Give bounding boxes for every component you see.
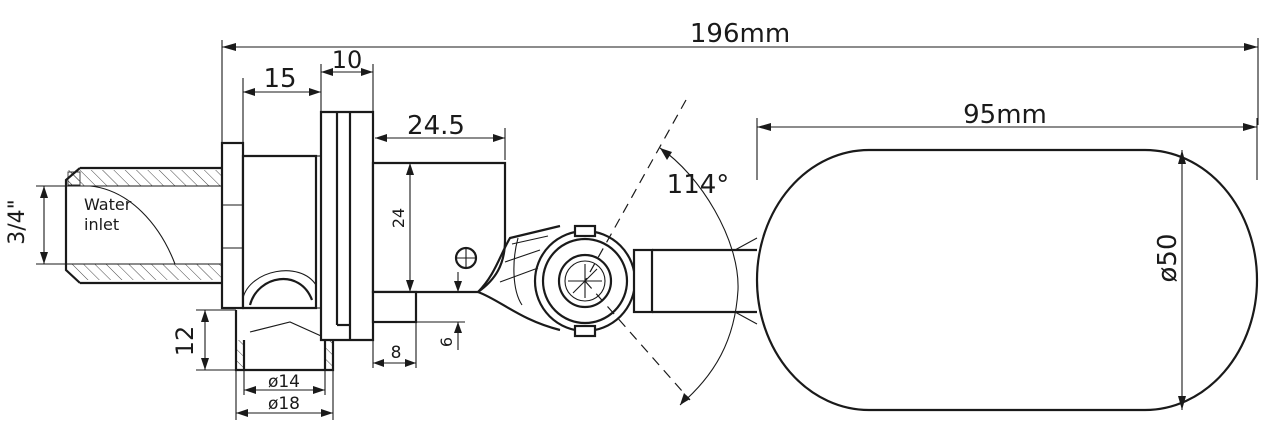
inlet-label-line2: inlet bbox=[84, 215, 119, 234]
body-height-dimension: 24 bbox=[389, 163, 414, 292]
step-width-label: 8 bbox=[391, 343, 402, 363]
lever-arm bbox=[477, 224, 561, 332]
lock-nut bbox=[220, 141, 245, 310]
outlet-outer-diameter-dimension: ø18 bbox=[235, 370, 334, 420]
nut-width-label: 15 bbox=[263, 64, 296, 94]
inlet-label-line1: Water bbox=[84, 195, 132, 214]
step-height-dimension: 6 bbox=[416, 272, 465, 350]
arm-angle-label: 114° bbox=[667, 170, 730, 200]
float-length-label: 95mm bbox=[963, 100, 1047, 130]
outlet-length-label: 12 bbox=[171, 326, 199, 357]
step-width-dimension: 8 bbox=[372, 322, 417, 368]
thread-size-label: 3/4" bbox=[5, 199, 30, 245]
overall-length-dimension: 196mm bbox=[221, 19, 1259, 143]
nut-width-dimension: 15 bbox=[242, 64, 322, 152]
float-diameter-label: ø50 bbox=[1153, 234, 1183, 283]
outlet-length-dimension: 12 bbox=[171, 309, 236, 371]
float-rod bbox=[632, 237, 758, 325]
body-length-label: 24.5 bbox=[407, 111, 465, 141]
outlet-inner-diameter-dimension: ø14 bbox=[243, 370, 326, 395]
step-height-label: 6 bbox=[437, 337, 456, 347]
flange-width-label: 10 bbox=[332, 46, 363, 74]
valve-neck bbox=[241, 154, 318, 310]
float-diameter-dimension: ø50 bbox=[1153, 150, 1186, 410]
valve-flange bbox=[316, 110, 375, 342]
float-length-dimension: 95mm bbox=[756, 100, 1258, 180]
outlet-outer-diameter-label: ø18 bbox=[268, 394, 300, 414]
flange-width-dimension: 10 bbox=[321, 46, 374, 112]
overall-length-label: 196mm bbox=[690, 19, 790, 49]
valve-body bbox=[371, 161, 507, 324]
body-length-dimension: 24.5 bbox=[375, 111, 506, 160]
thread-size-dimension: 3/4" bbox=[5, 185, 66, 265]
pivot-joint bbox=[533, 224, 637, 338]
float bbox=[755, 148, 1259, 412]
body-height-label: 24 bbox=[389, 208, 408, 228]
arm-angle-indicator: 114° bbox=[584, 99, 739, 406]
threaded-inlet: Water inlet bbox=[64, 166, 222, 285]
outlet-inner-diameter-label: ø14 bbox=[268, 372, 300, 392]
outlet-nipple bbox=[234, 310, 335, 372]
